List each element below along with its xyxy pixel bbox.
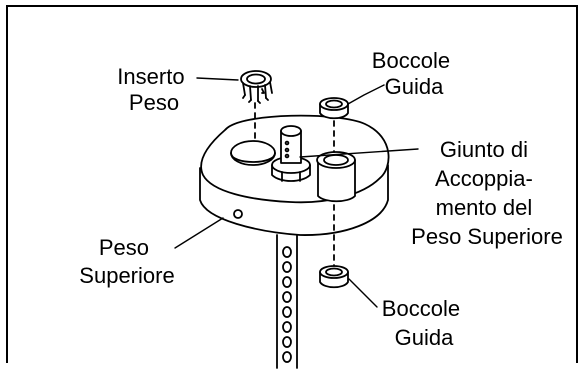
labels: Inserto Peso Boccole Guida Giunto di Acc… [79, 48, 563, 350]
label-boccole-guida-top: Boccole Guida [372, 48, 456, 99]
label-boccole-bottom-line1: Boccole [382, 296, 460, 321]
weight-coupling-joint [271, 125, 311, 182]
label-boccole-top-line1: Boccole [372, 48, 450, 73]
label-inserto-line2: Peso [129, 90, 179, 115]
label-inserto-peso: Inserto Peso [117, 64, 190, 115]
label-inserto-line1: Inserto [117, 64, 184, 89]
label-boccole-top-line2: Guida [385, 74, 444, 99]
leader-lines [174, 77, 419, 308]
label-peso-sup-line1: Peso [99, 235, 149, 260]
label-peso-sup-line2: Superiore [79, 263, 174, 288]
label-giunto-line3: mento del [436, 195, 533, 220]
weight-insert-clip [240, 70, 273, 104]
label-boccole-bottom-line2: Guida [395, 325, 454, 350]
alignment-dashes [254, 102, 335, 267]
label-giunto-line2: Accoppia- [435, 166, 533, 191]
upper-guide-bushing [319, 97, 349, 120]
label-peso-superiore: Peso Superiore [79, 235, 174, 288]
label-boccole-guida-bottom: Boccole Guida [382, 296, 466, 350]
lower-guide-bushing [319, 265, 349, 289]
diagram-frame [6, 5, 578, 363]
label-giunto: Giunto di Accoppia- mento del Peso Super… [411, 137, 563, 249]
label-giunto-line1: Giunto di [440, 137, 528, 162]
label-giunto-line4: Peso Superiore [411, 224, 563, 249]
selector-pin-rod [276, 234, 298, 369]
guide-tube [316, 151, 356, 203]
